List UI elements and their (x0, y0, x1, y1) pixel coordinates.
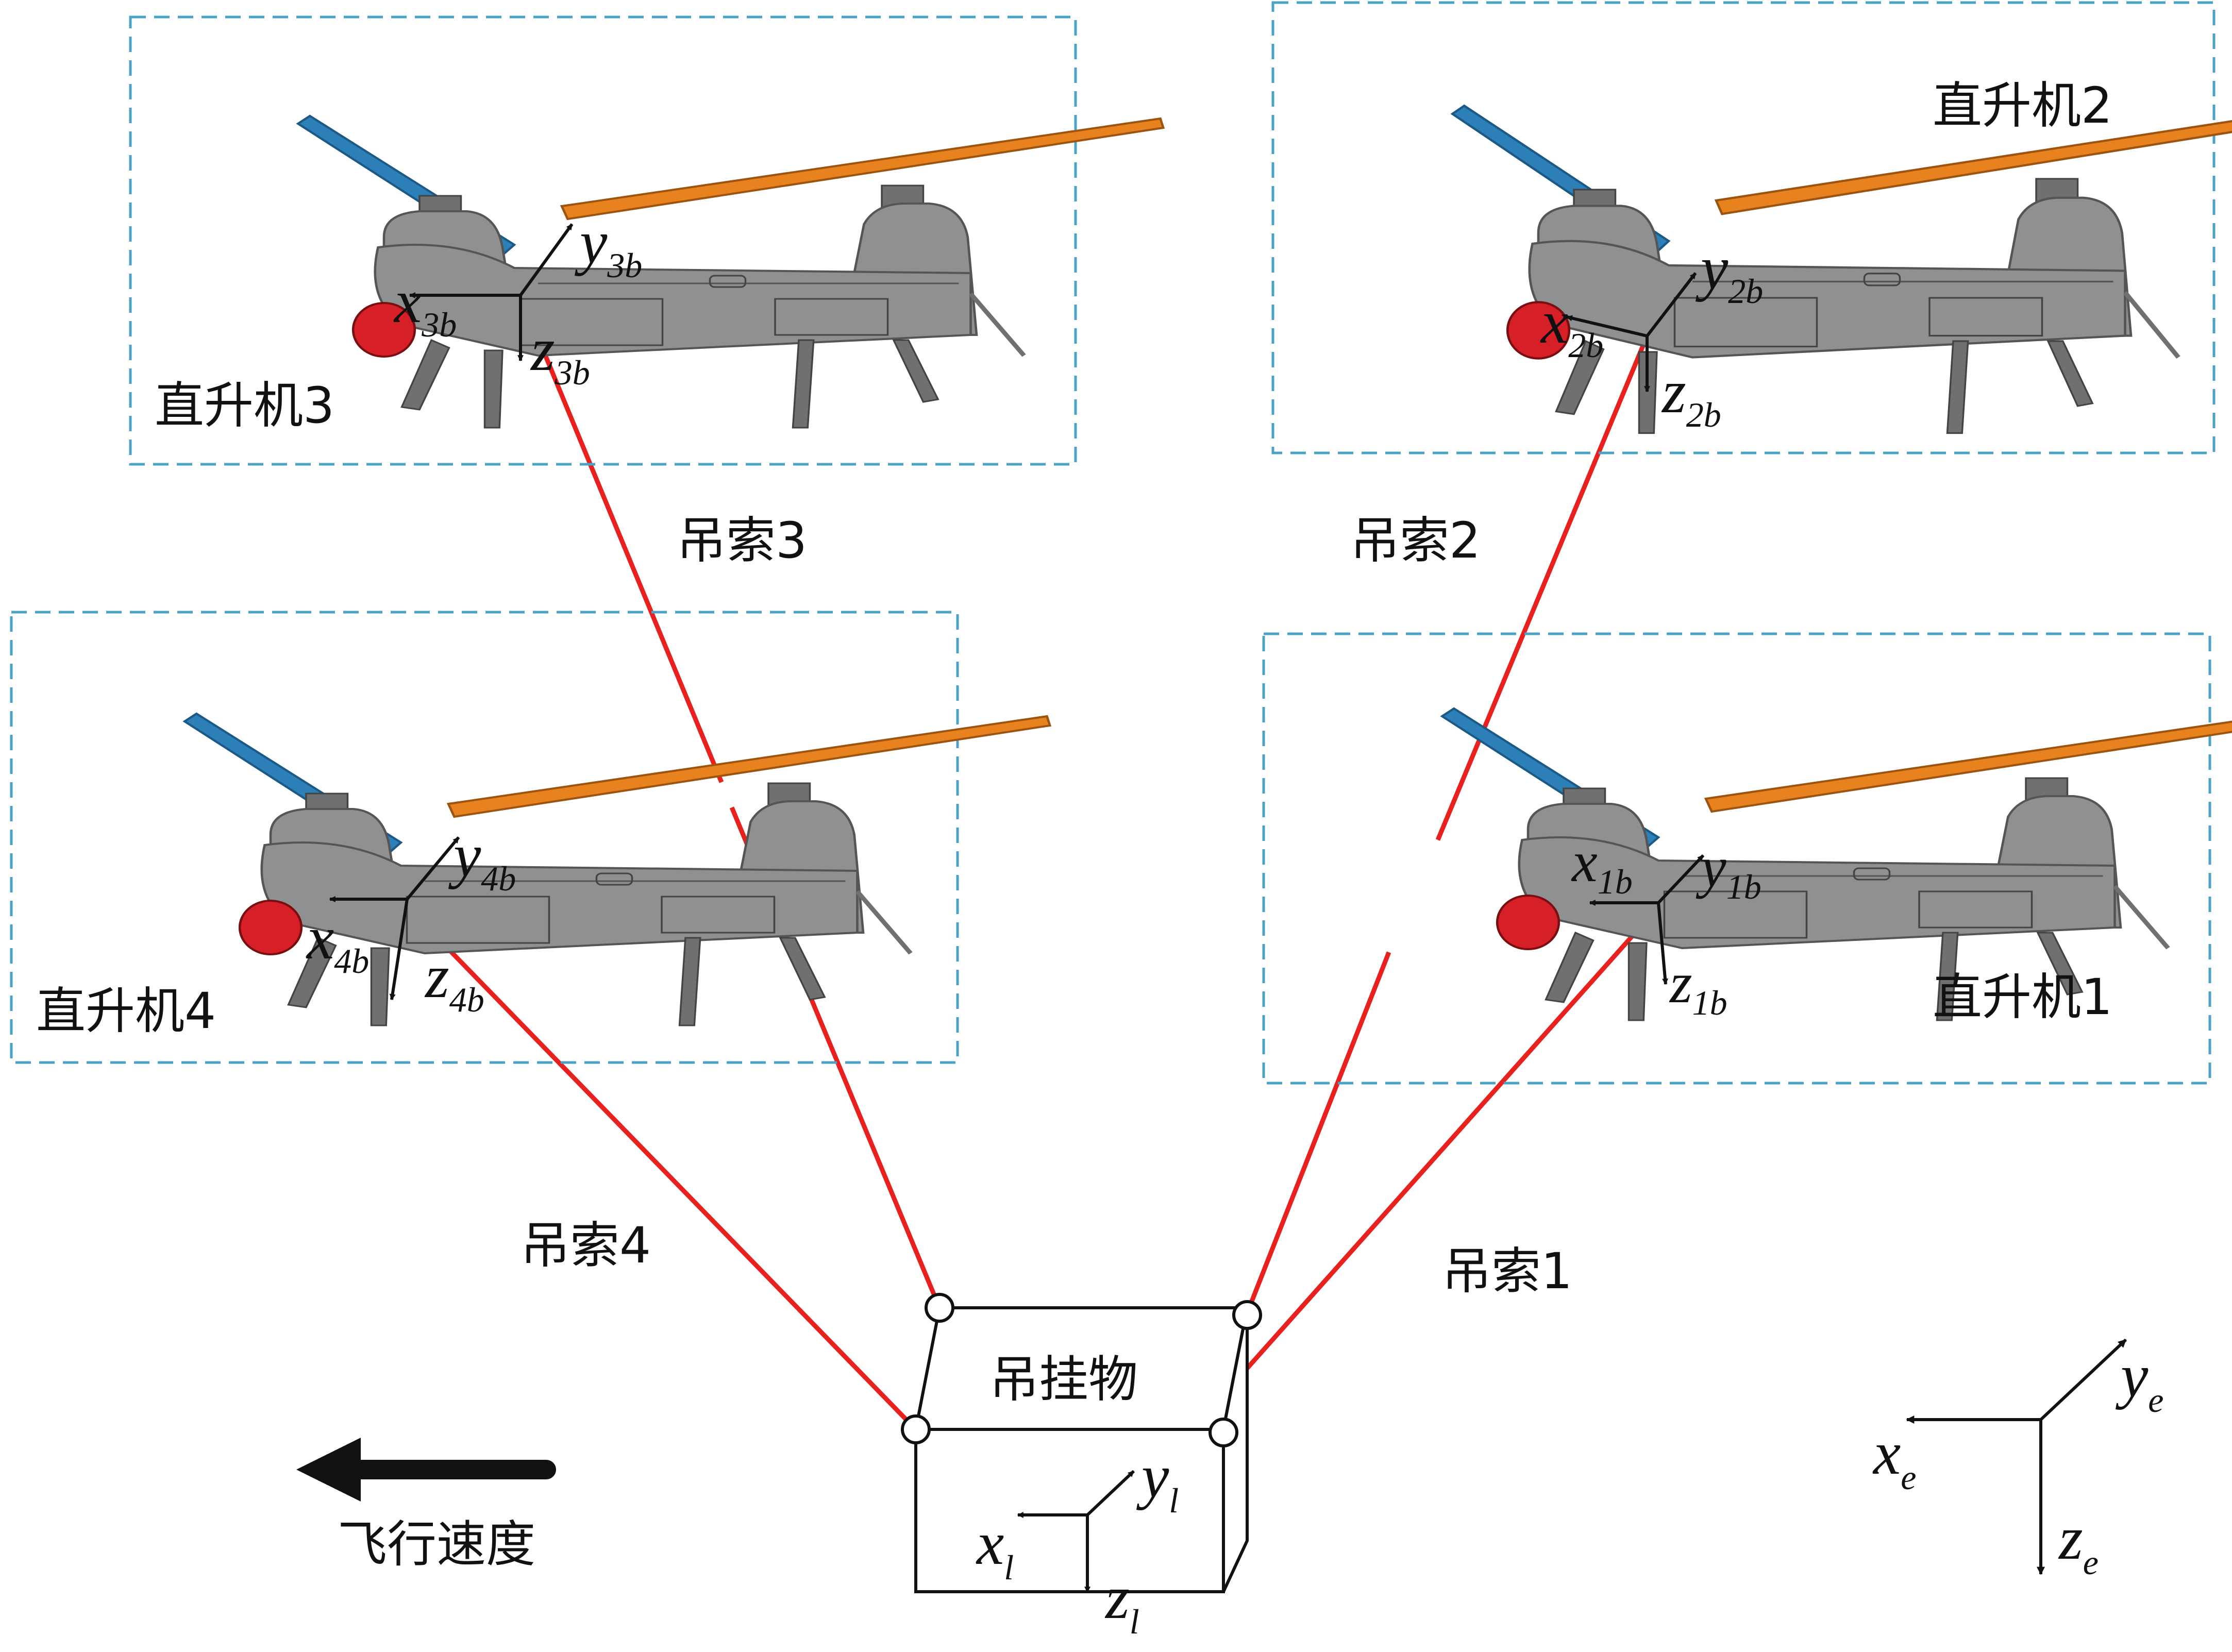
heli4-x-axis-sub: 4b (334, 941, 369, 981)
svg-text:y1b: y1b (1696, 835, 1761, 906)
helicopter-2-frame (1271, 1, 2216, 454)
cable-2-line (1435, 335, 1650, 841)
heli3-x-axis-label: x (393, 267, 422, 335)
payload-box: 吊挂物 xl yl zl (901, 1293, 1262, 1641)
payload-z-axis-label: z (1104, 1563, 1130, 1631)
earth-frame: xe ye ze (1872, 1338, 2163, 1582)
payload-x-axis-sub: l (1004, 1548, 1014, 1587)
svg-text:y4b: y4b (448, 821, 516, 898)
payload-y-axis-label: y (1136, 1442, 1169, 1510)
earth-x-axis-sub: e (1901, 1458, 1916, 1497)
heli1-x-axis-sub: 1b (1598, 862, 1633, 901)
svg-text:x1b: x1b (1571, 830, 1633, 901)
svg-text:xl: xl (976, 1509, 1014, 1587)
heli3-x-axis-sub: 3b (421, 305, 457, 344)
svg-text:y2b: y2b (1695, 233, 1763, 311)
earth-x-axis-label: x (1872, 1419, 1901, 1487)
helicopter-1-label: 直升机1 (1933, 968, 2112, 1026)
svg-text:z2b: z2b (1661, 357, 1721, 434)
helicopter-1-group: x1b y1b z1b 直升机1 (1262, 632, 2232, 1085)
heli2-x-axis-sub: 2b (1568, 326, 1603, 365)
helicopter-2-group: x2b y2b z2b 直升机2 (1271, 1, 2232, 454)
helicopter-4-frame (10, 611, 959, 1064)
svg-text:z3b: z3b (530, 315, 590, 392)
velocity-label: 飞行速度 (338, 1515, 535, 1573)
cable-1-label: 吊索1 (1442, 1242, 1572, 1300)
helicopter-3-label: 直升机3 (155, 377, 334, 434)
cable-4-label: 吊索4 (521, 1217, 651, 1274)
earth-y-axis-sub: e (2148, 1380, 2163, 1420)
svg-text:xe: xe (1872, 1419, 1916, 1497)
svg-text:ze: ze (2058, 1504, 2099, 1582)
heli2-x-axis-label: x (1540, 288, 1568, 356)
cable-1-line (1221, 930, 1638, 1396)
helicopter-3-frame (129, 15, 1077, 466)
cable-4-line (415, 915, 918, 1431)
heli1-y-axis-sub: 1b (1726, 867, 1761, 906)
earth-z-axis-sub: e (2083, 1543, 2099, 1582)
payload-label: 吊挂物 (989, 1351, 1138, 1408)
heli1-x-axis-label: x (1571, 830, 1598, 894)
svg-text:z4b: z4b (424, 942, 484, 1019)
helicopter-4-icon (184, 714, 1050, 1025)
heli2-z-axis-sub: 2b (1686, 395, 1721, 434)
heli2-y-axis-label: y (1695, 233, 1728, 302)
svg-text:yl: yl (1136, 1442, 1179, 1520)
payload-y-axis-sub: l (1169, 1481, 1179, 1520)
helicopter-2-label: 直升机2 (1933, 77, 2112, 134)
cable-2-label: 吊索2 (1350, 512, 1481, 569)
heli4-x-axis-label: x (306, 903, 334, 972)
heli4-y-axis-sub: 4b (481, 859, 516, 898)
helicopter-4-label: 直升机4 (36, 982, 216, 1040)
svg-text:x2b: x2b (1540, 288, 1603, 365)
heli3-y-axis-label: y (574, 208, 608, 276)
helicopter-1-frame (1262, 632, 2211, 1085)
svg-text:zl: zl (1104, 1563, 1139, 1641)
cable-3-label: 吊索3 (677, 512, 807, 569)
heli2-z-axis-label: z (1661, 357, 1686, 426)
cables (415, 294, 1650, 1431)
attach-point-4 (901, 1414, 931, 1444)
attach-point-2 (1232, 1300, 1262, 1330)
heli4-y-axis-label: y (448, 821, 481, 889)
svg-text:x3b: x3b (393, 267, 457, 344)
heli1-y-axis-label: y (1696, 835, 1726, 899)
helicopter-3-icon (298, 116, 1163, 428)
helicopter-3-group: x3b y3b z3b 直升机3 (129, 15, 1163, 466)
svg-text:z1b: z1b (1669, 951, 1727, 1022)
cable-3-line-b (518, 294, 724, 783)
heli3-z-axis-sub: 3b (555, 353, 590, 392)
payload-z-axis-sub: l (1130, 1602, 1139, 1641)
heli4-z-axis-sub: 4b (449, 980, 484, 1019)
svg-text:y3b: y3b (574, 208, 642, 285)
heli4-z-axis-label: z (424, 942, 449, 1010)
cable-1-line-b (1247, 951, 1391, 1309)
heli2-y-axis-sub: 2b (1728, 272, 1763, 311)
attach-point-1 (1209, 1418, 1238, 1447)
svg-text:ye: ye (2115, 1341, 2163, 1420)
payload-x-axis-label: x (976, 1509, 1004, 1577)
velocity-indicator: 飞行速度 (296, 1438, 556, 1573)
heli3-z-axis-label: z (530, 315, 555, 383)
helicopter-4-group: x4b y4b z4b 直升机4 (10, 611, 1050, 1064)
earth-y-axis-label: y (2115, 1341, 2149, 1410)
attach-point-3 (925, 1293, 954, 1323)
heli1-z-axis-label: z (1669, 951, 1692, 1015)
heli3-y-axis-sub: 3b (607, 246, 642, 285)
earth-z-axis-label: z (2058, 1504, 2083, 1572)
svg-text:x4b: x4b (306, 903, 369, 981)
heli1-z-axis-sub: 1b (1692, 983, 1727, 1022)
helicopter-1-icon (1442, 709, 2232, 1020)
helicopter-2-icon (1452, 106, 2232, 433)
